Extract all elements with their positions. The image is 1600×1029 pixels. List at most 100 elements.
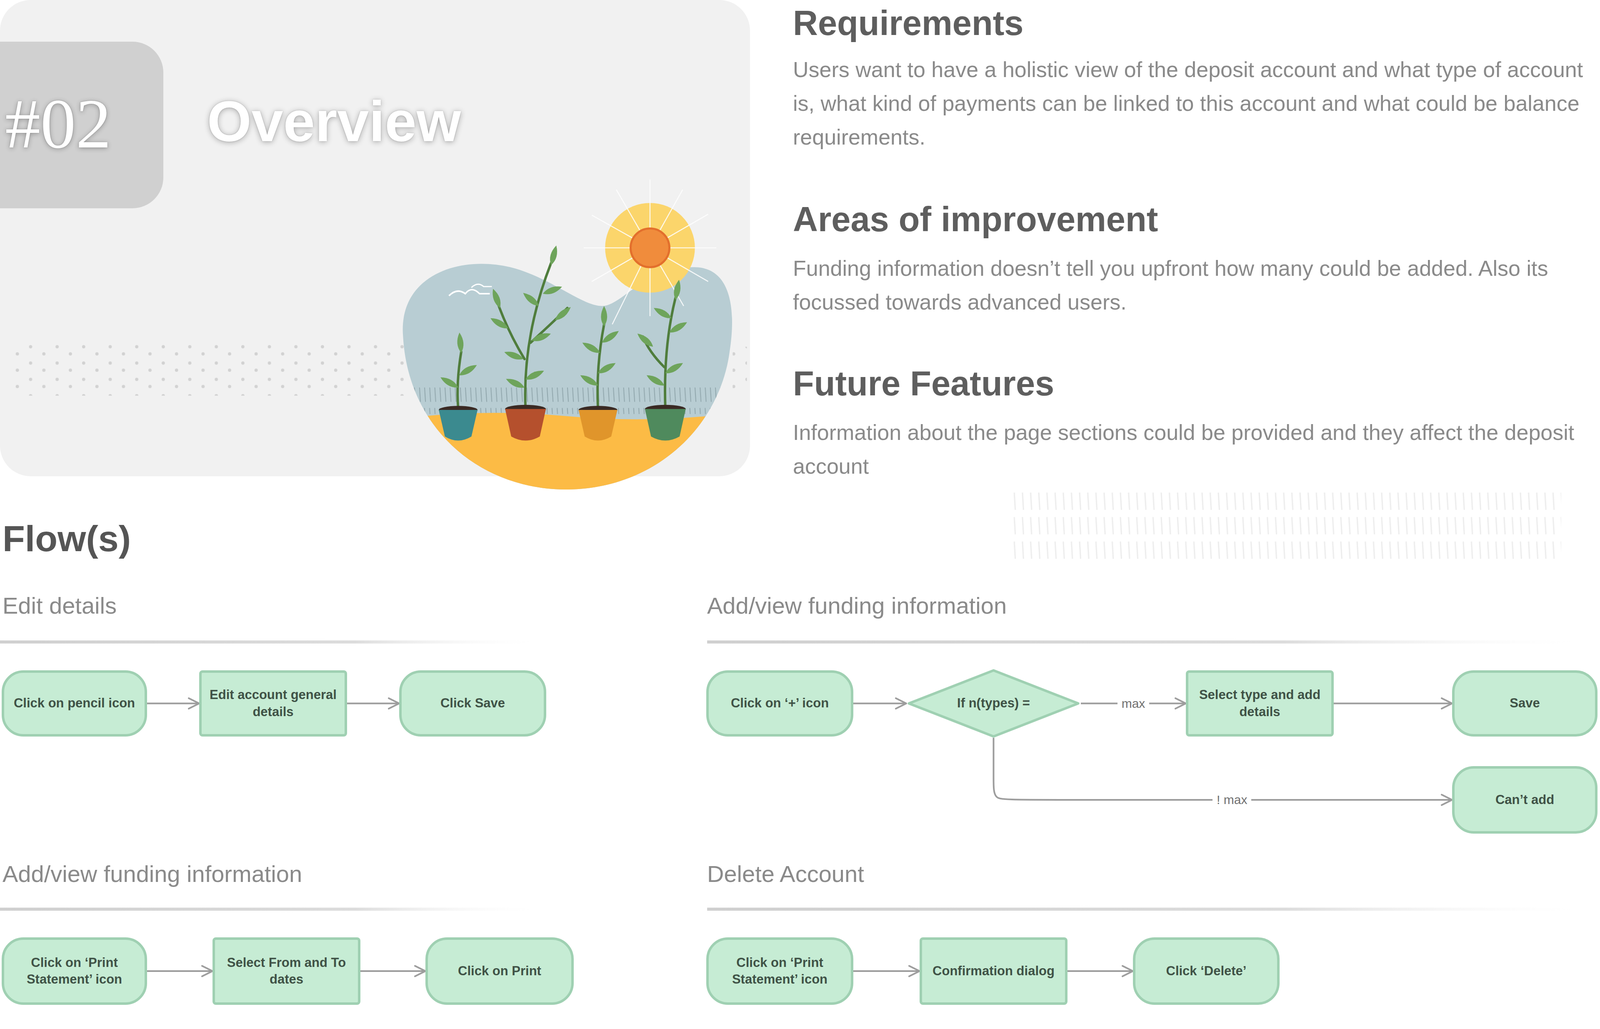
section-divider	[707, 640, 1595, 644]
decision-text: If n(types) =	[957, 695, 1030, 712]
plant-illustration	[530, 330, 552, 344]
body-text: Funding information doesn’t tell you upf…	[792, 251, 1593, 320]
process-box: Select type and add details	[1185, 670, 1334, 737]
flow-arrow	[1067, 970, 1133, 973]
card-background	[0, 0, 750, 477]
process-pill: Can’t add	[1452, 766, 1598, 834]
plant-illustration	[635, 331, 655, 350]
section-heading: Areas of improvement	[792, 198, 1158, 241]
plant-illustration	[596, 360, 618, 376]
flow-title: Edit details	[2, 591, 117, 620]
flow-arrow	[147, 702, 200, 705]
body-text: Information about the page sections coul…	[792, 415, 1593, 484]
plant-illustration	[600, 328, 621, 345]
plant-illustration	[489, 315, 510, 331]
body-text: Users want to have a holistic view of th…	[792, 52, 1593, 155]
flow-arrow	[853, 970, 920, 973]
plant-illustration	[457, 352, 462, 409]
process-pill: Click on ‘Print Statement’ icon	[1, 937, 148, 1005]
step-text: Click on ‘Print Statement’ icon	[11, 954, 138, 989]
process-pill: Click ‘Delete’	[1132, 937, 1280, 1005]
plant-illustration	[387, 412, 745, 500]
section-divider	[0, 640, 546, 644]
plant-illustration	[553, 305, 573, 323]
plant-illustration	[387, 387, 745, 500]
plant-illustration	[457, 362, 479, 378]
step-text: Click ‘Delete’	[1166, 962, 1247, 980]
plant-illustration	[505, 409, 546, 441]
plant-illustration	[547, 244, 560, 266]
diamond-outline	[908, 670, 1078, 737]
step-text: Click on Print	[457, 962, 542, 980]
flow-title: Delete Account	[707, 860, 865, 888]
hatch-texture	[1010, 487, 1561, 565]
decision-diamond: If n(types) =	[906, 669, 1081, 738]
step-text: Click on pencil icon	[13, 695, 135, 712]
process-pill: Click on Print	[425, 937, 574, 1005]
flow-arrow	[360, 970, 426, 973]
plant-illustration	[672, 279, 683, 301]
process-pill: Click on ‘+’ icon	[706, 670, 854, 737]
process-box: Edit account general details	[199, 670, 348, 737]
edge-label: max	[1117, 696, 1150, 712]
plant-illustration	[439, 374, 460, 390]
process-pill: Save	[1452, 670, 1598, 737]
plant-illustration	[652, 305, 673, 321]
dot-texture	[8, 342, 407, 396]
section-divider	[0, 907, 546, 911]
plant-illustration	[578, 410, 618, 441]
process-pill: Click on pencil icon	[1, 670, 148, 737]
flow-title: Add/view funding information	[707, 591, 1007, 620]
plant-illustration	[524, 367, 546, 383]
step-text: Click Save	[440, 695, 505, 712]
plant-illustration	[387, 179, 745, 500]
dot-texture	[732, 346, 747, 393]
plant-illustration	[541, 283, 563, 297]
plant-illustration	[645, 409, 686, 441]
overview-card: Overview #02	[0, 0, 750, 477]
edge-label: ! max	[1212, 792, 1252, 808]
flow-title: Add/view funding information	[2, 860, 303, 888]
plant-illustration	[457, 263, 676, 409]
plant-illustration	[645, 372, 666, 388]
plant-illustration	[600, 305, 608, 327]
plant-illustration	[503, 349, 525, 363]
flow-arrow	[1333, 702, 1453, 705]
section-heading: Future Features	[792, 362, 1055, 405]
flow-arrow	[993, 737, 1453, 800]
plant-illustration	[630, 228, 670, 268]
plant-illustration	[438, 410, 478, 441]
flow-arrow	[853, 702, 907, 705]
plant-illustration	[663, 360, 685, 376]
plant-illustration	[597, 324, 605, 408]
plant-illustration	[456, 332, 465, 354]
step-text: Click on ‘+’ icon	[730, 695, 829, 712]
card-title: Overview	[207, 87, 461, 156]
step-text: Select From and To dates	[222, 954, 351, 989]
process-box: Confirmation dialog	[919, 937, 1068, 1005]
plant-illustration	[490, 287, 503, 310]
step-text: Edit account general details	[209, 686, 338, 721]
plant-illustration	[504, 376, 526, 391]
section-number: #02	[5, 88, 112, 160]
plant-illustration	[667, 319, 689, 335]
plant-illustration	[471, 284, 492, 288]
plant-illustration	[449, 289, 490, 296]
process-pill: Click on ‘Print Statement’ icon	[706, 937, 854, 1005]
number-badge: #02	[0, 41, 164, 209]
section-heading: Requirements	[792, 2, 1024, 45]
plant-illustration	[439, 244, 689, 391]
flows-heading: Flow(s)	[2, 516, 131, 561]
plant-illustration	[578, 372, 600, 388]
flow-arrow	[147, 970, 213, 973]
process-box: Select From and To dates	[212, 937, 361, 1005]
step-text: Save	[1509, 695, 1540, 712]
step-text: Can’t add	[1495, 791, 1555, 809]
plant-illustration	[580, 340, 602, 356]
step-text: Click on ‘Print Statement’ icon	[716, 954, 844, 989]
section-divider	[707, 907, 1595, 911]
process-pill: Click Save	[399, 670, 547, 737]
flow-arrow	[347, 702, 400, 705]
step-text: Select type and add details	[1195, 686, 1324, 721]
step-text: Confirmation dialog	[932, 962, 1055, 980]
